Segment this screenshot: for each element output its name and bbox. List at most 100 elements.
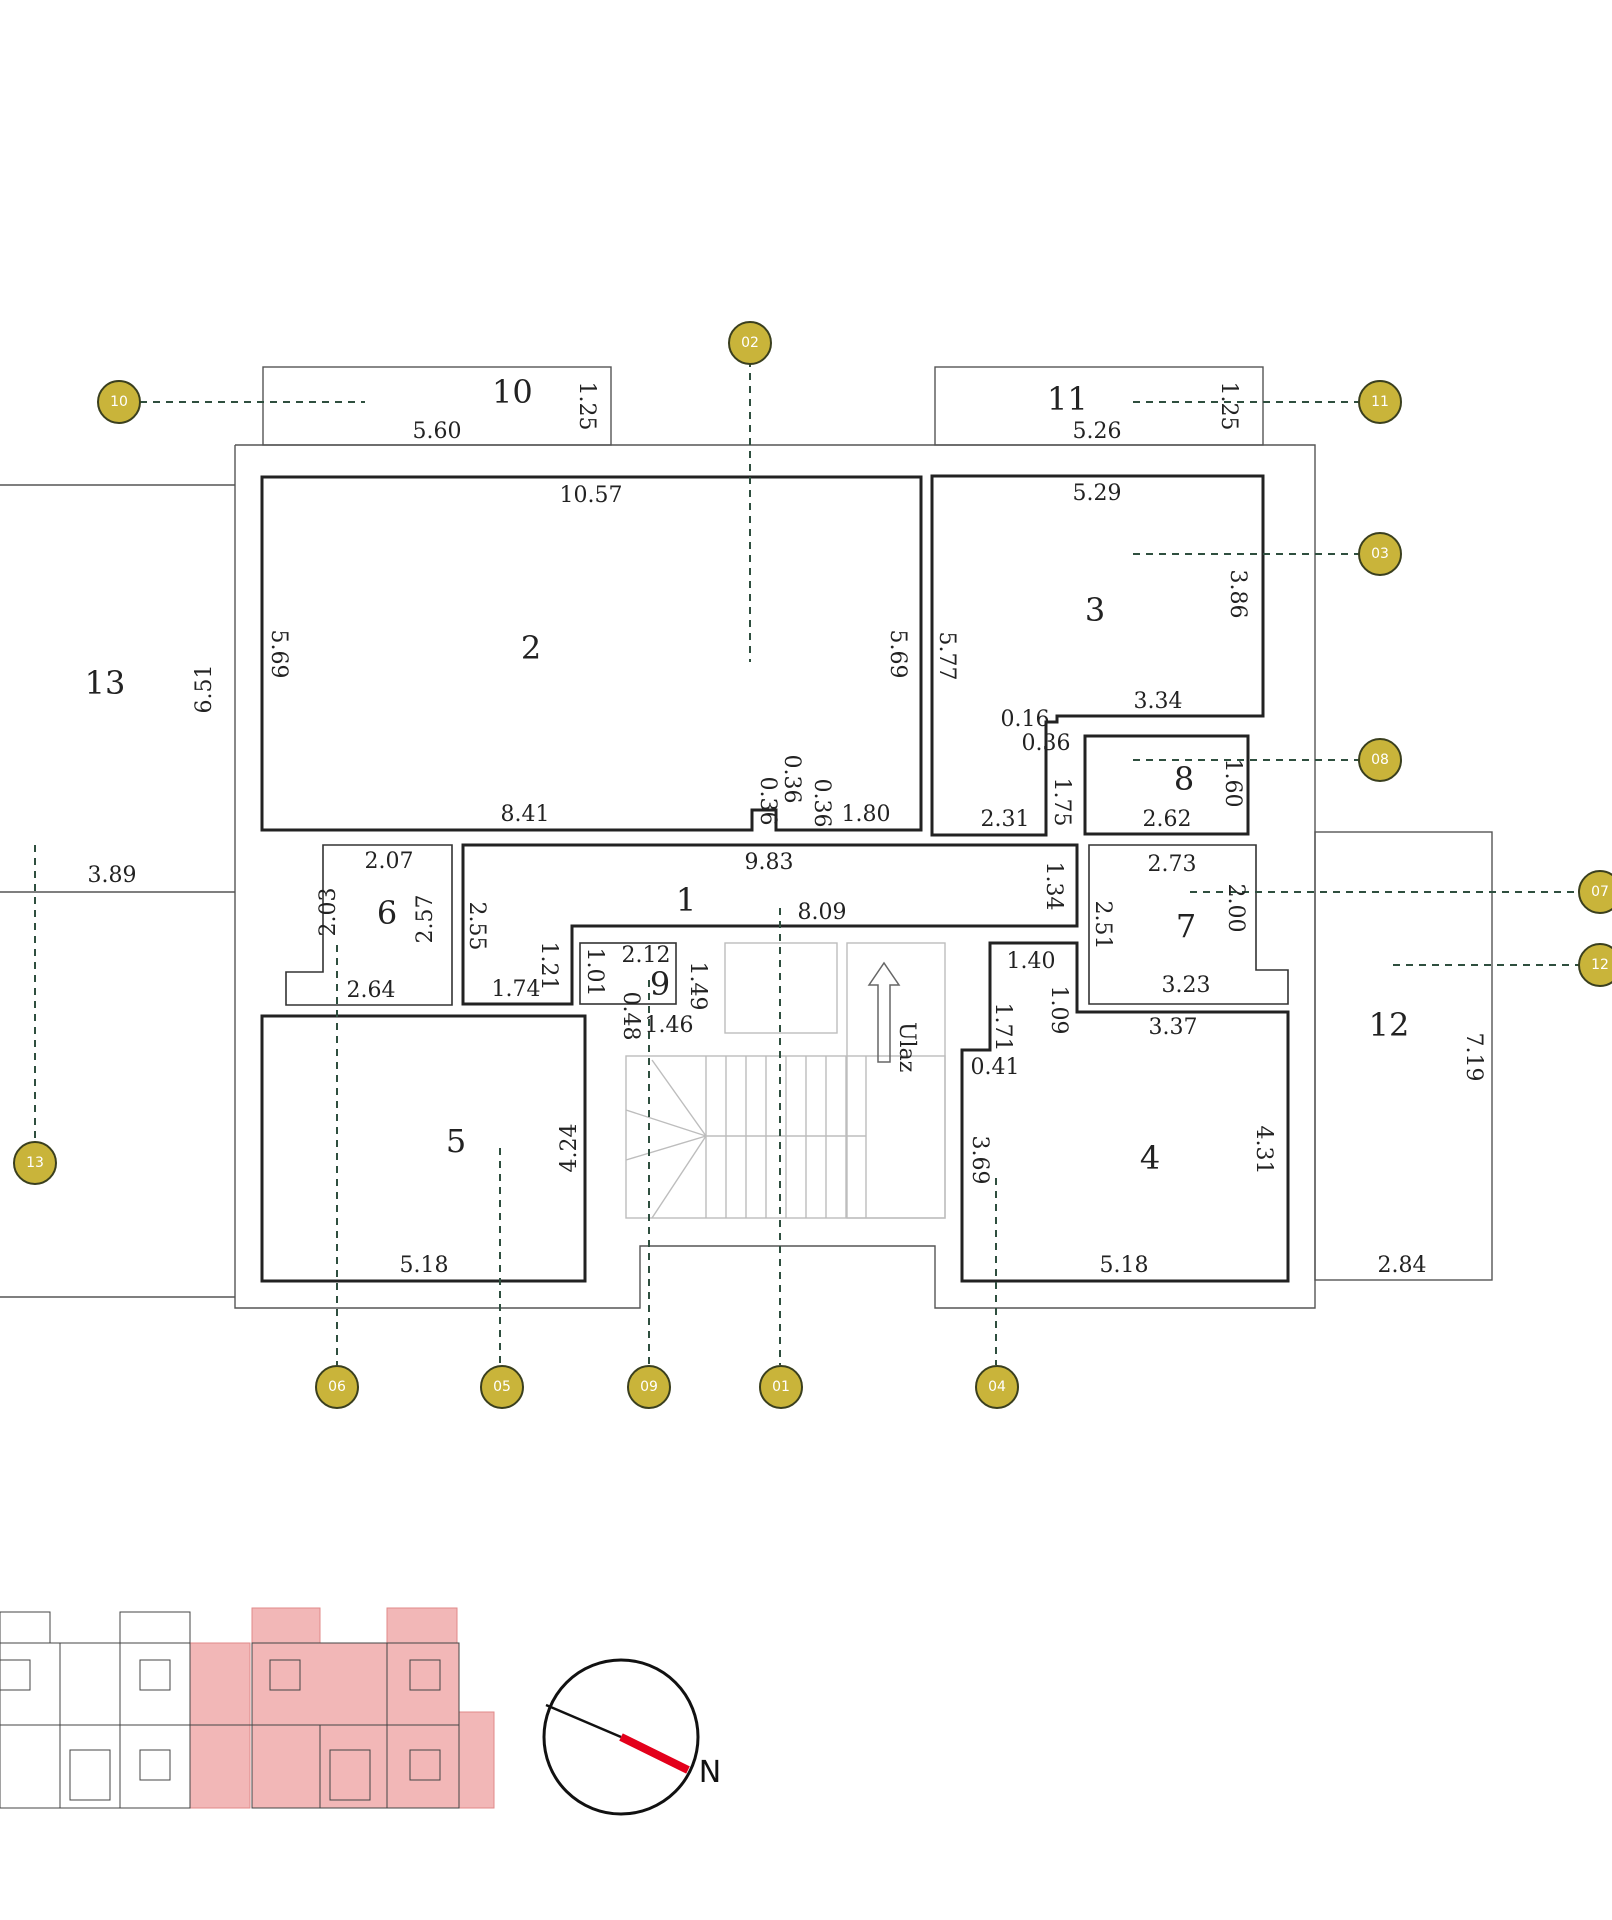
dim-label: 8.41 (501, 802, 550, 827)
marker-02[interactable]: 02 (728, 321, 772, 365)
compass-north-needle-icon (619, 1733, 690, 1774)
room-9-walls (579, 942, 677, 1005)
room-walls (260, 474, 1290, 1283)
dim-label: 2.64 (347, 978, 396, 1003)
dim-label: 0.48 (618, 992, 643, 1041)
room-number-10: 10 (492, 373, 533, 411)
room-4-walls (960, 941, 1290, 1283)
dim-label: 5.18 (1100, 1253, 1149, 1278)
marker-03[interactable]: 03 (1358, 532, 1402, 576)
dim-label: 7.19 (1461, 1033, 1486, 1082)
balcony-10-outline (262, 366, 612, 446)
svg-text:01: 01 (772, 1379, 790, 1395)
marker-12[interactable]: 12 (1578, 943, 1612, 987)
dim-label: 5.77 (934, 632, 959, 681)
dim-label: 1.21 (536, 942, 561, 991)
marker-09[interactable]: 09 (627, 1365, 671, 1409)
dim-label: 0.16 (1001, 707, 1050, 732)
room-number-3: 3 (1085, 591, 1105, 629)
room-number-4: 4 (1140, 1139, 1160, 1177)
marker-01[interactable]: 01 (759, 1365, 803, 1409)
svg-text:04: 04 (988, 1379, 1006, 1395)
staircase: Ulaz (625, 942, 946, 1219)
dimensions: 5.60 1.25 5.26 1.25 10.57 5.69 5.69 8.41… (88, 382, 1486, 1278)
dim-label: 1.01 (582, 948, 607, 997)
marker-08[interactable]: 08 (1358, 738, 1402, 782)
dim-label: 2.51 (1090, 901, 1115, 950)
dim-label: 3.23 (1162, 973, 1211, 998)
dim-label: 2.57 (413, 895, 438, 944)
svg-text:03: 03 (1371, 546, 1389, 562)
marker-05[interactable]: 05 (480, 1365, 524, 1409)
marker-11[interactable]: 11 (1358, 380, 1402, 424)
dim-label: 3.89 (88, 863, 137, 888)
dim-label: 1.74 (492, 977, 541, 1002)
svg-text:08: 08 (1371, 752, 1389, 768)
entrance-arrow-icon (867, 961, 901, 1063)
marker-04[interactable]: 04 (975, 1365, 1019, 1409)
room-number-11: 11 (1047, 380, 1088, 418)
dim-label: 2.31 (981, 807, 1030, 832)
svg-text:11: 11 (1371, 394, 1389, 410)
dim-label: 5.26 (1073, 419, 1122, 444)
key-plan (0, 1607, 495, 1809)
dim-label: 5.29 (1073, 481, 1122, 506)
north-compass: N (542, 1658, 721, 1816)
room-number-8: 8 (1174, 760, 1194, 798)
balcony-11-outline (934, 366, 1264, 446)
svg-text:09: 09 (640, 1379, 658, 1395)
building-outline (0, 366, 1493, 1309)
dim-label: 0.36 (1022, 731, 1071, 756)
svg-text:07: 07 (1591, 884, 1609, 900)
dim-label: 1.49 (685, 962, 710, 1011)
svg-text:02: 02 (741, 335, 759, 351)
room-8-walls (1083, 734, 1250, 836)
dim-label: 0.36 (809, 779, 834, 828)
room-number-13: 13 (85, 664, 126, 702)
dim-label: 1.25 (1216, 382, 1241, 431)
marker-06[interactable]: 06 (315, 1365, 359, 1409)
dim-label: 3.69 (967, 1136, 992, 1185)
room-number-9: 9 (650, 965, 670, 1003)
svg-text:13: 13 (26, 1155, 44, 1171)
room-number-1: 1 (676, 881, 696, 919)
room-number-5: 5 (446, 1122, 466, 1160)
dim-label: 1.75 (1049, 778, 1074, 827)
marker-07[interactable]: 07 (1578, 870, 1612, 914)
dim-label: 3.86 (1225, 570, 1250, 619)
room-number-7: 7 (1176, 907, 1196, 945)
dim-label: 1.80 (842, 802, 891, 827)
dim-label: 4.24 (557, 1124, 582, 1173)
marker-13[interactable]: 13 (13, 1141, 57, 1185)
dim-label: 2.62 (1143, 807, 1192, 832)
dim-label: 1.60 (1220, 759, 1245, 808)
compass-circle-icon (542, 1658, 700, 1816)
dim-label: 5.18 (400, 1253, 449, 1278)
dim-label: 2.00 (1223, 884, 1248, 933)
room-7-walls (1088, 844, 1289, 1005)
dim-label: 2.84 (1378, 1253, 1427, 1278)
room-3-walls (930, 474, 1265, 837)
dim-label: 2.03 (316, 888, 341, 937)
dim-label: 3.37 (1149, 1015, 1198, 1040)
dim-label: 9.83 (745, 850, 794, 875)
svg-text:12: 12 (1591, 957, 1609, 973)
north-label: N (699, 1755, 721, 1790)
dim-label: 1.46 (645, 1013, 694, 1038)
room-number-12: 12 (1369, 1006, 1410, 1044)
compass-needle-back (545, 1703, 622, 1739)
dim-label: 8.09 (798, 900, 847, 925)
room-5-walls (260, 1014, 587, 1283)
room-2-walls (260, 475, 923, 832)
svg-text:05: 05 (493, 1379, 511, 1395)
dim-label: 1.25 (574, 382, 599, 431)
room-1-walls (461, 843, 1079, 1006)
section-markers[interactable]: 01 02 03 04 05 06 07 08 09 10 11 12 13 (13, 321, 1612, 1409)
dim-label: 2.73 (1148, 852, 1197, 877)
room-12-outline (1314, 831, 1493, 1281)
dim-label: 3.34 (1134, 689, 1183, 714)
marker-10[interactable]: 10 (97, 380, 141, 424)
room-numbers: 10 11 2 3 8 13 1 6 7 9 12 5 4 (85, 373, 1410, 1177)
dim-label: 5.69 (885, 630, 910, 679)
